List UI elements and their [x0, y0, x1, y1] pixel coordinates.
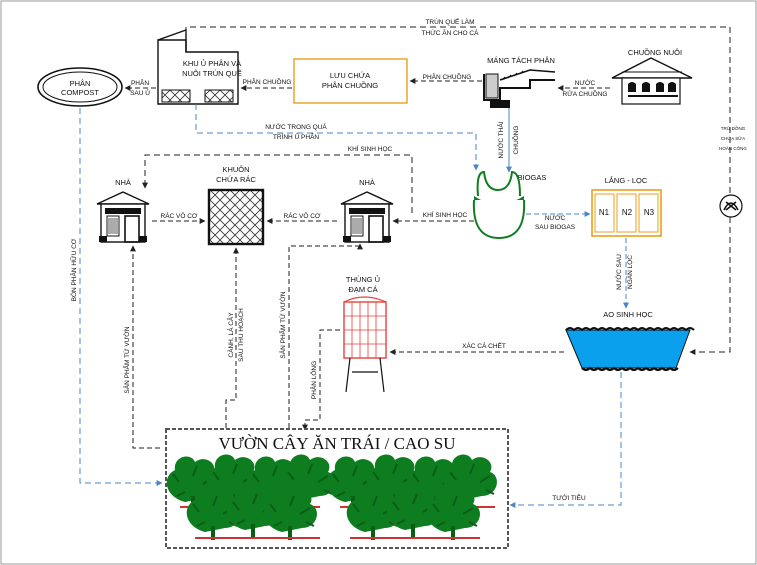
phan-chuong-1: PHÂN CHUỒNG [243, 76, 292, 86]
ao-sinh-hoc-label: AO SINH HỌC [603, 310, 653, 319]
arrow-phan-long: PHÂN LỎNG [302, 329, 340, 431]
arrow-khi-sinh-hoc-top: KHÍ SINH HỌC [142, 144, 413, 213]
thung-u-dam-ca-node: THÙNG Ủ ĐẠM CÁ [343, 275, 387, 393]
khu-u-phan-trun-que-node: KHU Ủ PHÂN VÀ NUÔI TRÙN QUẾ [157, 29, 242, 105]
arrow-luu-chua-to-trun-que: PHÂN CHUỒNG [240, 76, 292, 91]
khi-sinh-hoc-top: KHÍ SINH HỌC [348, 144, 393, 153]
nuoc-sau-biogas-1: NƯỚC [545, 213, 566, 222]
luu-chua-line-2: PHÂN CHUỒNG [322, 80, 378, 90]
phan-compost-node: PHÂN COMPOST [37, 67, 123, 107]
arrow-san-pham-tu-vuon-2: SẢN PHẨM TỪ VƯỜN [278, 243, 363, 428]
arrow-mang-to-luu-chua: PHÂN CHUỒNG [409, 71, 482, 84]
luu-chua-line-1: LƯU CHỨA [330, 71, 370, 80]
arrow-lang-loc-to-ao: NƯỚC SAU NGĂN LỌC [614, 238, 634, 309]
tru-dong-line-3: HOÀN CÔNG [719, 145, 747, 151]
tuoi-tieu: TƯỚI TIÊU [552, 493, 586, 502]
arrow-tuoi-tieu: TƯỚI TIÊU [509, 372, 622, 508]
vuon-cay-node: VƯỜN CÂY ĂN TRÁI / CAO SU [165, 428, 509, 549]
arrow-rac-vo-co-left: RÁC VÔ CƠ [152, 211, 206, 224]
nuoc-sau-ngan-loc-1: NƯỚC SAU [614, 254, 623, 290]
san-pham-tu-vuon-2: SẢN PHẨM TỪ VƯỜN [278, 291, 287, 358]
trun-que-lam-line-2: THỨC ĂN CHO CÁ [422, 28, 479, 37]
khi-sinh-hoc-mid: KHÍ SINH HỌC [423, 210, 468, 219]
arrow-xac-ca-chet: XÁC CÁ CHẾT [389, 340, 564, 355]
lang-loc-node: LẮNG - LỌC N1 N2 N3 [591, 176, 662, 237]
tru-dong-annotation: TRỮ ĐỒNG CHỨA SỮA HOÀN CÔNG [719, 125, 747, 218]
phan-sau-u-2: SAU Ủ [130, 88, 150, 97]
biogas-label: BIOGAS [518, 173, 547, 182]
thung-u-line-1: THÙNG Ủ [346, 275, 380, 284]
nuoc-rua-line-2: RỬA CHUỒNG [563, 88, 608, 98]
khuon-rac-line-2: CHỨA RÁC [216, 175, 256, 184]
rac-vo-co-2: RÁC VÔ CƠ [284, 211, 321, 220]
nuoc-rua-line-1: NƯỚC [575, 78, 596, 87]
arrow-canh-la-cay: CÀNH, LÁ CÂY SAU THU HOẠCH [225, 247, 245, 428]
canh-la-cay-1: CÀNH, LÁ CÂY [226, 312, 235, 358]
n2-label: N2 [622, 208, 633, 217]
bon-phan-huu-co: BÓN PHÂN HỮU CƠ [69, 238, 78, 301]
arrow-biogas-to-lang-loc: NƯỚC SAU BIOGAS [526, 211, 591, 231]
arrow-nuoc-u-phan-to-biogas: NƯỚC TRONG QUÁ TRÌNH Ủ PHÂN [195, 104, 479, 171]
rac-vo-co-1: RÁC VÔ CƠ [161, 211, 198, 220]
chuong-nuoi-node: CHUỒNG NUÔI [611, 47, 693, 105]
arrow-san-pham-tu-vuon-1: SẢN PHẨM TỪ VƯỜN [122, 245, 160, 449]
nuoc-thai-1: NƯỚC THẢI [496, 121, 505, 158]
n1-label: N1 [599, 208, 610, 217]
loop-trun-que-to-ao: TRÙN QUẾ LÀM THỨC ĂN CHO CÁ [185, 16, 731, 355]
arrow-trun-que-to-compost: PHÂN SAU Ủ [124, 78, 156, 97]
vuon-title: VƯỜN CÂY ĂN TRÁI / CAO SU [218, 434, 455, 453]
nuoc-trong-qua-1: NƯỚC TRONG QUÁ [265, 122, 327, 131]
lang-loc-label: LẮNG - LỌC [605, 176, 648, 185]
nuoc-trong-qua-2: TRÌNH Ủ PHÂN [273, 132, 320, 141]
khuon-chua-rac-node: KHUÔN CHỨA RÁC [207, 165, 265, 246]
luu-chua-phan-chuong-node: LƯU CHỨA PHÂN CHUỒNG [293, 58, 408, 104]
trun-que-line-1: KHU Ủ PHÂN VÀ [183, 59, 241, 68]
nuoc-sau-ngan-loc-2: NGĂN LỌC [625, 255, 634, 289]
mang-tach-label: MÁNG TÁCH PHÂN [487, 56, 555, 65]
trun-que-lam-line-1: TRÙN QUẾ LÀM [425, 16, 474, 26]
canh-la-cay-2: SAU THU HOẠCH [238, 308, 245, 362]
tru-dong-line-1: TRỮ ĐỒNG [721, 125, 746, 131]
phan-chuong-2: PHÂN CHUỒNG [423, 71, 472, 81]
biogas-node: BIOGAS [472, 170, 547, 240]
nha-left-node [96, 191, 150, 243]
compost-line-2: COMPOST [61, 88, 99, 97]
phan-sau-u-1: PHÂN [131, 78, 149, 87]
arrow-bon-phan-huu-co: BÓN PHÂN HỮU CƠ [69, 108, 163, 486]
compost-line-1: PHÂN [70, 79, 91, 88]
ao-sinh-hoc-node: AO SINH HỌC [565, 310, 695, 371]
nha-left-label: NHÀ [115, 178, 131, 187]
san-pham-tu-vuon-1: SẢN PHẨM TỪ VƯỜN [122, 326, 131, 393]
nuoc-sau-biogas-2: SAU BIOGAS [535, 224, 576, 231]
nuoc-thai-2: CHUỒNG [510, 126, 520, 155]
chuong-nuoi-label: CHUỒNG NUÔI [628, 47, 682, 57]
arrow-rac-vo-co-right: RÁC VÔ CƠ [266, 211, 337, 224]
arrow-khi-sinh-hoc-mid: KHÍ SINH HỌC [392, 210, 474, 224]
n3-label: N3 [644, 208, 655, 217]
phan-long: PHÂN LỎNG [309, 361, 318, 399]
nha-right-label: NHÀ [359, 178, 375, 187]
arrow-chuong-to-mang: NƯỚC RỬA CHUỒNG [557, 78, 610, 98]
thung-u-line-2: ĐẠM CÁ [348, 285, 377, 294]
tru-dong-line-2: CHỨA SỮA [721, 135, 745, 141]
arrow-nuoc-thai-to-biogas: NƯỚC THẢI CHUỒNG [496, 108, 520, 173]
xac-ca-chet: XÁC CÁ CHẾT [462, 340, 506, 350]
khuon-rac-line-1: KHUÔN [222, 165, 249, 174]
trun-que-line-2: NUÔI TRÙN QUẾ [182, 68, 242, 78]
nha-right-node [340, 191, 394, 243]
mang-tach-phan-node: MÁNG TÁCH PHÂN [483, 56, 556, 108]
